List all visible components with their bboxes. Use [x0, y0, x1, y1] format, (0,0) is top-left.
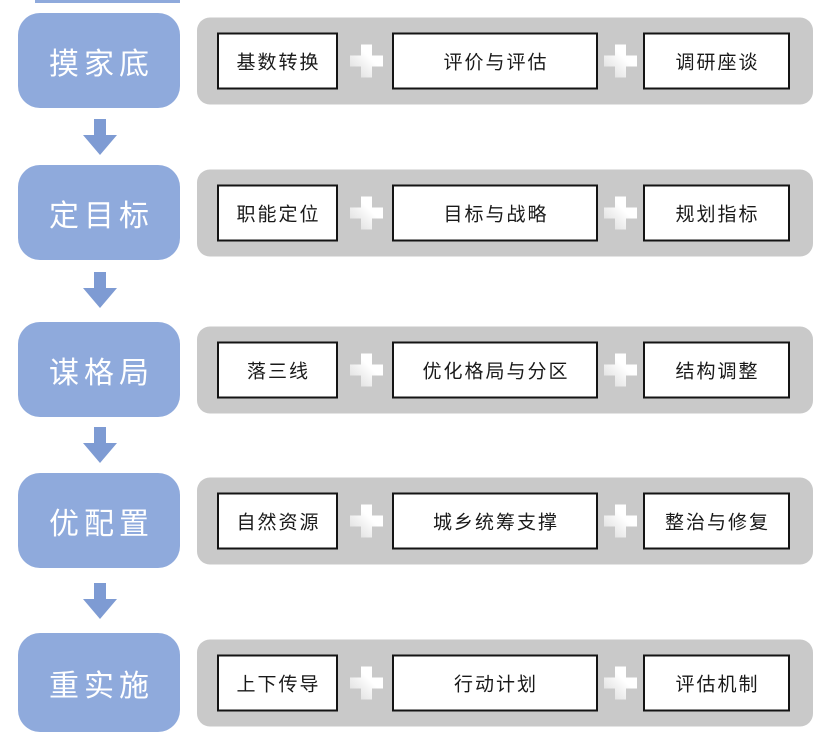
arrow-down-icon — [81, 427, 119, 463]
plus-icon — [350, 44, 383, 77]
step-box: 评估机制 — [643, 654, 790, 711]
steps-bar-5: 上下传导 行动计划 评估机制 — [197, 639, 813, 726]
plus-icon — [350, 504, 383, 537]
step-box: 自然资源 — [217, 492, 338, 549]
flow-row-4: 优配置 自然资源 城乡统筹支撑 整治与修复 — [0, 473, 837, 568]
step-label: 城乡统筹支撑 — [432, 512, 559, 533]
steps-bar-4: 自然资源 城乡统筹支撑 整治与修复 — [197, 477, 813, 564]
stage-box-5: 重实施 — [18, 633, 180, 732]
step-box: 城乡统筹支撑 — [392, 492, 598, 549]
stage-label: 谋格局 — [49, 356, 154, 390]
stage-box-2: 定目标 — [18, 165, 180, 260]
step-box: 目标与战略 — [392, 184, 598, 241]
step-box: 结构调整 — [643, 341, 790, 398]
plus-icon — [350, 666, 383, 699]
plus-icon — [604, 196, 637, 229]
step-label: 上下传导 — [236, 674, 321, 695]
step-box: 优化格局与分区 — [392, 341, 598, 398]
step-box: 调研座谈 — [643, 32, 790, 89]
step-box: 落三线 — [217, 341, 338, 398]
step-label: 职能定位 — [236, 204, 321, 225]
steps-bar-3: 落三线 优化格局与分区 结构调整 — [197, 326, 813, 413]
steps-bar-2: 职能定位 目标与战略 规划指标 — [197, 169, 813, 256]
flow-row-3: 谋格局 落三线 优化格局与分区 结构调整 — [0, 322, 837, 417]
stage-box-1: 摸家底 — [18, 13, 180, 108]
stage-label: 摸家底 — [49, 47, 154, 81]
stage-label: 重实施 — [49, 669, 154, 703]
step-box: 上下传导 — [217, 654, 338, 711]
step-label: 优化格局与分区 — [422, 361, 570, 382]
step-label: 评估机制 — [675, 674, 760, 695]
stage-label: 优配置 — [49, 507, 154, 541]
flow-row-2: 定目标 职能定位 目标与战略 规划指标 — [0, 165, 837, 260]
step-box: 基数转换 — [217, 32, 338, 89]
step-label: 基数转换 — [236, 52, 321, 73]
stage-box-3: 谋格局 — [18, 322, 180, 417]
plus-icon — [604, 666, 637, 699]
step-label: 整治与修复 — [664, 512, 770, 533]
step-label: 规划指标 — [675, 204, 760, 225]
cropped-shape-strip — [35, 0, 180, 3]
flow-row-1: 摸家底 基数转换 评价与评估 调研座谈 — [0, 13, 837, 108]
step-box: 评价与评估 — [392, 32, 598, 89]
plus-icon — [604, 44, 637, 77]
flow-row-5: 重实施 上下传导 行动计划 评估机制 — [0, 633, 837, 732]
step-box: 职能定位 — [217, 184, 338, 241]
plus-icon — [604, 353, 637, 386]
step-label: 目标与战略 — [443, 204, 549, 225]
stage-label: 定目标 — [49, 199, 154, 233]
arrow-down-icon — [81, 272, 119, 308]
steps-bar-1: 基数转换 评价与评估 调研座谈 — [197, 17, 813, 104]
step-box: 行动计划 — [392, 654, 598, 711]
step-label: 自然资源 — [236, 512, 321, 533]
step-label: 调研座谈 — [675, 52, 760, 73]
step-label: 行动计划 — [453, 674, 538, 695]
step-label: 落三线 — [246, 361, 310, 382]
arrow-down-icon — [81, 583, 119, 619]
arrow-down-icon — [81, 119, 119, 155]
step-label: 评价与评估 — [443, 52, 549, 73]
plus-icon — [604, 504, 637, 537]
plus-icon — [350, 353, 383, 386]
plus-icon — [350, 196, 383, 229]
stage-box-4: 优配置 — [18, 473, 180, 568]
step-box: 规划指标 — [643, 184, 790, 241]
step-box: 整治与修复 — [643, 492, 790, 549]
step-label: 结构调整 — [675, 361, 760, 382]
